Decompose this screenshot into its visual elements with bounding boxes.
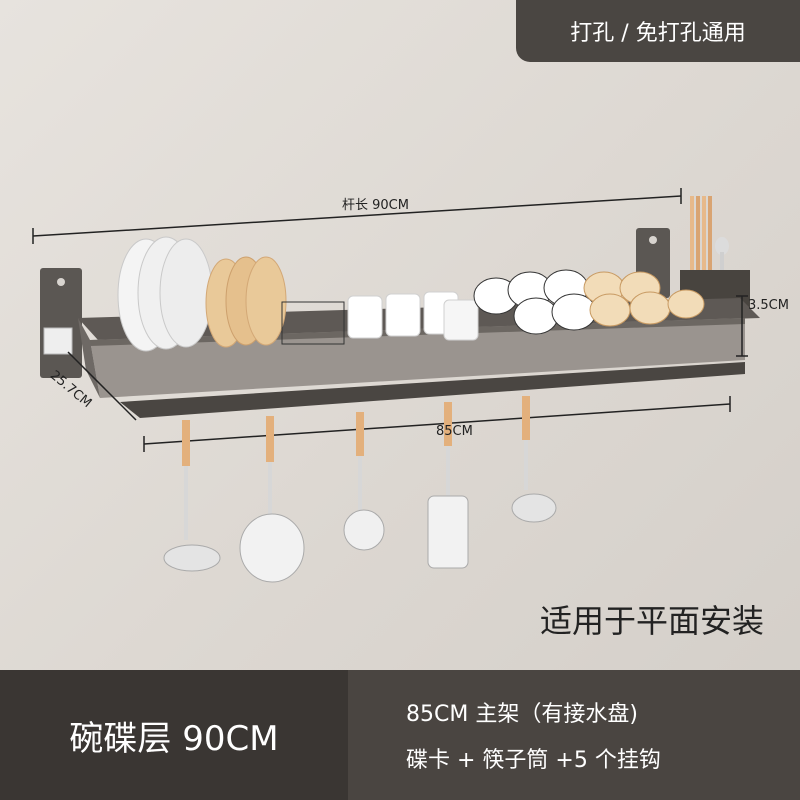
soup-ladle — [511, 396, 557, 523]
contents-line-1: 85CM 主架（有接水盘) — [406, 702, 638, 727]
height-label: 3.5CM — [748, 298, 789, 313]
bowls — [473, 269, 705, 335]
plates — [117, 236, 345, 352]
installation-caption: 适用于平面安装 — [539, 602, 764, 640]
spatula — [427, 402, 469, 569]
mounting-badge: 打孔 / 免打孔通用 — [516, 0, 800, 62]
height-dimension-line — [736, 295, 748, 357]
rod-length-dimension-line — [32, 188, 682, 244]
contents-line-2: 碟卡 + 筷子筒 +5 个挂钩 — [406, 748, 661, 773]
ladle — [163, 420, 221, 572]
rod-length-label: 杆长 90CM — [342, 198, 409, 213]
product-illustration — [32, 188, 760, 583]
product-contents-panel: 85CM 主架（有接水盘) 碟卡 + 筷子筒 +5 个挂钩 — [348, 670, 800, 800]
mounting-badge-label: 打孔 / 免打孔通用 — [570, 21, 746, 46]
left-wall-bracket — [40, 268, 82, 378]
product-name: 碗碟层 90CM — [69, 718, 279, 759]
depth-dimension-line — [67, 351, 137, 421]
cups — [347, 291, 479, 341]
skimmer — [239, 416, 305, 583]
slotted-spoon — [343, 412, 385, 551]
width-dimension-line — [143, 396, 731, 452]
product-name-panel: 碗碟层 90CM — [0, 670, 348, 800]
width-label: 85CM — [436, 424, 473, 439]
hanging-utensils — [163, 396, 557, 583]
spec-footer: 碗碟层 90CM 85CM 主架（有接水盘) 碟卡 + 筷子筒 +5 个挂钩 — [0, 670, 800, 800]
